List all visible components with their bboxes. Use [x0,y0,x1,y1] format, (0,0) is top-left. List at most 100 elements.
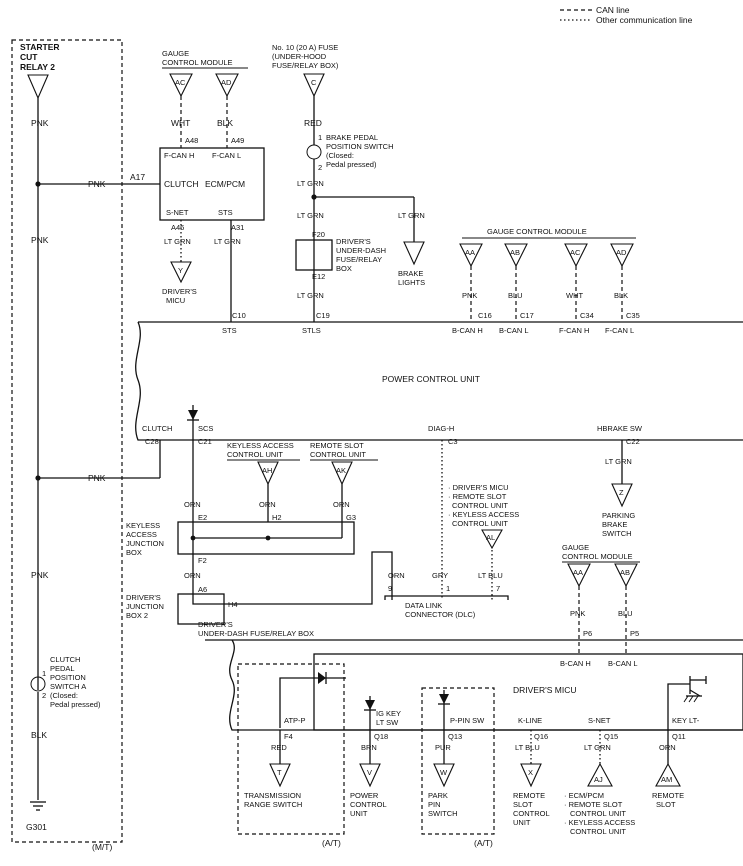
ecm-connector-aj-icon [587,762,613,787]
keyless-unit-label-1: KEYLESS ACCESS [227,441,294,450]
ecm-name: ECM/PCM [205,179,245,189]
micu-kline: K-LINE [518,716,542,725]
fuse-label-3: FUSE/RELAY BOX) [272,61,339,70]
brake-switch-pin1: 1 [318,133,322,142]
wire-color-pnk-p6: PNK [570,609,585,618]
drivers-micu-module [205,639,743,731]
remote-slot-connector-ak-icon [331,461,353,486]
wire-color-pnk-c16: PNK [462,291,477,300]
wire-color-blu-p5: BLU [618,609,633,618]
ig-key-arrow-icon [365,700,375,710]
micu-title: DRIVER'S MICU [513,685,577,695]
wire-color-pnk-pcu: PNK [88,473,106,483]
pcu-connector-v-icon [359,763,381,788]
pcu-pin-c3: C3 [448,437,458,446]
pcu-pin-c28: C28 [145,437,159,446]
gauge-connector-ab-right-icon [504,243,528,268]
gauge-connector-ad-right-icon [610,243,634,268]
wire-color-ltgrn-brake2: LT GRN [297,211,324,220]
dlc-pin1: 1 [446,584,450,593]
clutch-switch-icon [30,676,46,692]
wire-color-brn-q18: BRN [361,743,377,752]
wire-color-ltgrn-brake1: LT GRN [297,179,324,188]
wire-color-wht-top: WHT [171,118,190,128]
remote-slot-x-label-1: REMOTE [513,791,545,800]
aj-label-5: CONTROL UNIT [570,827,626,836]
micu-ig-key-1: IG KEY [376,709,401,718]
remote-slot-unit-label-2: CONTROL UNIT [310,450,366,459]
power-control-unit [135,321,743,441]
gauge-lower-label-2: CONTROL MODULE [562,552,633,561]
transmission-label-2: RANGE SWITCH [244,800,302,809]
brake-switch-label-2: POSITION SWITCH [326,142,394,151]
ecm-pin-a46: A46 [171,223,184,232]
junction-label-1: DRIVER'S [126,593,161,602]
at-variant-label-1: (A/T) [322,838,341,848]
wire-color-ltgrn-hbrake: LT GRN [605,457,632,466]
park-pin-label-3: SWITCH [428,809,458,818]
remote-slot-x-label-3: CONTROL [513,809,550,818]
gauge-module-top-label-2: CONTROL MODULE [162,58,233,67]
remote-slot-conn-ak: AK [336,466,346,475]
ecm-pin-a31: A31 [231,223,244,232]
underdash-e12: E12 [312,272,325,281]
gauge-module-top-label-1: GAUGE [162,49,189,58]
dlc-pin9: 9 [388,584,392,593]
ecm-sts: STS [218,208,233,217]
ecm-pcm-module [159,147,265,221]
legend-other-line: Other communication line [596,15,693,25]
drivers-micu-conn-y: Y [178,266,183,275]
mt-variant-box [11,39,123,843]
remote-slot-connector-am-icon [655,762,681,787]
micu-pin-q11: Q11 [672,732,686,741]
micu-pin-q16: Q16 [534,732,548,741]
wire-color-pnk-2: PNK [31,235,49,245]
drivers-micu-connector-y-icon [170,261,192,284]
ecm-fcan-h: F-CAN H [164,151,194,160]
parking-brake-conn-z: Z [619,488,624,497]
pcu-scs: SCS [198,424,213,433]
pcu-bottom-label-3: UNIT [350,809,368,818]
parking-brake-label-2: BRAKE [602,520,627,529]
micu-keylt: KEY LT- [672,716,700,725]
keyless-box-label-3: JUNCTION [126,539,164,548]
pcu-bottom-label-1: POWER [350,791,379,800]
transmission-label-1: TRANSMISSION [244,791,301,800]
underdash-f20: F20 [312,230,325,239]
micu-bcan-l: B-CAN L [608,659,638,668]
fuse-label-1: No. 10 (20 A) FUSE [272,43,338,52]
legend-can-line: CAN line [596,5,630,15]
dlc-note-4: · KEYLESS ACCESS [448,510,519,519]
gauge-connector-ac-right-icon [564,243,588,268]
clutch-switch-label-3: POSITION [50,673,86,682]
clutch-switch-label-6: Pedal pressed) [50,700,101,709]
wire-color-gry-dlc: GRY [432,571,448,580]
starter-relay-connector-icon [27,74,49,100]
ecm-fcan-l: F-CAN L [212,151,241,160]
micu-pin-q15: Q15 [604,732,618,741]
wire-color-pnk-1: PNK [31,118,49,128]
keyless-unit-label-2: CONTROL UNIT [227,450,283,459]
starter-cut-relay-label-1: STARTER [20,42,60,52]
splice-point-keyless-2 [265,535,271,541]
gauge-right-conn-ab: AB [510,248,520,257]
brake-pedal-switch-icon [306,144,322,160]
pcu-pin-c34: C34 [580,311,594,320]
bottom-conn-x: X [528,768,533,777]
gauge-lower-connector-aa-icon [567,563,591,588]
micu-pin-p6: P6 [583,629,592,638]
wire-color-ltgrn-sts: LT GRN [214,237,241,246]
ecm-clutch: CLUTCH [164,179,198,189]
keyless-box-label-2: ACCESS [126,530,157,539]
wire-color-red-fuse: RED [304,118,322,128]
pcu-clutch: CLUTCH [142,424,172,433]
underdash-top-label-1: DRIVER'S [336,237,371,246]
pcu-sts: STS [222,326,237,335]
dlc-label-1: DATA LINK [405,601,442,610]
keyless-conn-ah: AH [262,466,272,475]
wire-color-ltblu-q16: LT BLU [515,743,540,752]
wire-color-ltgrn-stls: LT GRN [297,291,324,300]
wire-color-ltgrn-snet: LT GRN [164,237,191,246]
bottom-conn-v: V [367,768,372,777]
wire-color-blu-c17: BLU [508,291,523,300]
